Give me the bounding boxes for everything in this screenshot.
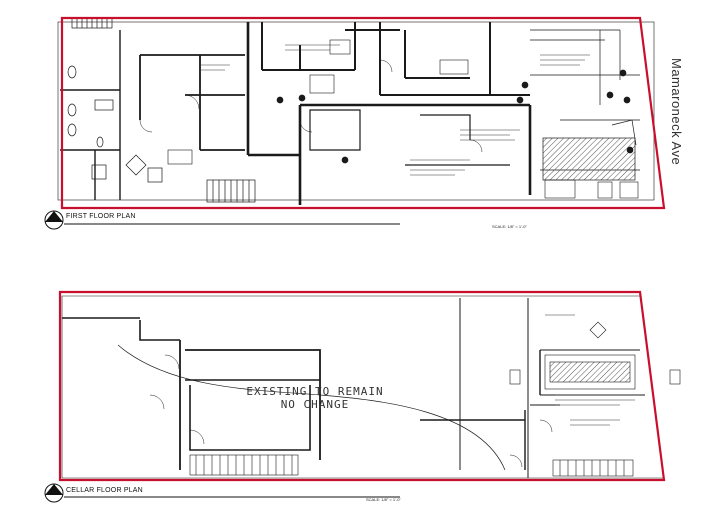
first-floor-title: FIRST FLOOR PLAN xyxy=(66,213,136,220)
cellar-scale: SCALE: 1/8" = 1'-0" xyxy=(366,497,401,502)
street-label: Mamaroneck Ave xyxy=(669,58,684,166)
first-floor-boundary xyxy=(60,16,666,210)
cellar-floor-plan xyxy=(61,295,681,479)
existing-note-line2: NO CHANGE xyxy=(280,398,350,411)
north-arrow-icon xyxy=(44,210,64,230)
first-floor-scale: SCALE: 1/8" = 1'-0" xyxy=(492,224,527,229)
existing-note: EXISTING TO REMAIN NO CHANGE xyxy=(230,385,400,411)
north-arrow-icon xyxy=(44,483,64,503)
cellar-title: CELLAR FLOOR PLAN xyxy=(66,487,143,494)
cellar-boundary xyxy=(58,290,666,482)
existing-note-line1: EXISTING TO REMAIN xyxy=(246,385,384,398)
first-floor-plan xyxy=(57,17,655,205)
